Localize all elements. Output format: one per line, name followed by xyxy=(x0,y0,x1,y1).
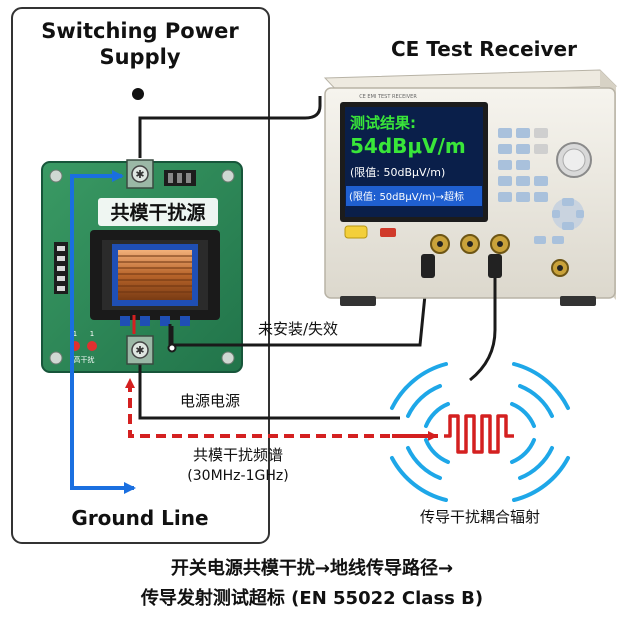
yellow-button[interactable] xyxy=(344,225,368,239)
probe-plug xyxy=(488,254,502,278)
terminal-top: ✱ xyxy=(126,159,154,189)
direction-pad[interactable] xyxy=(552,198,584,230)
caption-line2: 传导发射测试超标 (EN 55022 Class B) xyxy=(140,587,483,609)
led-label: 1 xyxy=(90,330,94,338)
small-button[interactable] xyxy=(552,236,564,244)
ground-line-label: Ground Line xyxy=(71,506,208,530)
probe-plug xyxy=(421,254,435,278)
svg-text:✱: ✱ xyxy=(135,168,144,181)
power-button[interactable] xyxy=(380,228,396,237)
panel-title-line2: Supply xyxy=(99,45,180,69)
power-supply-label: 电源电源 xyxy=(180,392,240,410)
spectrum-label-line1: 共模干扰频谱 xyxy=(193,446,283,464)
pcb-header-pins xyxy=(54,242,68,294)
screen-result-label: 测试结果: xyxy=(350,114,416,132)
keypad[interactable] xyxy=(498,128,548,202)
radiation-label: 传导干扰耦合辐射 xyxy=(420,508,540,526)
led-label: 高干扰 xyxy=(74,355,95,364)
panel-indicator-dot xyxy=(132,88,144,100)
svg-text:✱: ✱ xyxy=(135,344,144,357)
common-mode-path xyxy=(125,378,438,438)
receiver-title: CE Test Receiver xyxy=(391,37,577,61)
test-receiver: CE Test Receiver CE EMI TEST RECEIVER 测试… xyxy=(304,37,618,382)
screen-result-value: 54dBμV/m xyxy=(350,134,466,158)
pcb-board: 共模干扰源 1 1 高干扰 xyxy=(41,161,243,373)
junction-dot xyxy=(167,343,177,353)
screen-exceeded: (限值: 50dBμV/m)→超标 xyxy=(349,190,464,203)
spectrum-label-line2: (30MHz-1GHz) xyxy=(187,468,288,484)
led-label: 1 xyxy=(73,330,77,338)
coil-zigzag xyxy=(444,414,514,454)
transformer xyxy=(90,230,220,326)
panel-title-line1: Switching Power xyxy=(41,19,239,43)
not-installed-label: 未安装/失效 xyxy=(258,320,338,338)
caption-line1: 开关电源共模干扰→地线传导路径→ xyxy=(171,557,453,579)
screen-limit: (限值: 50dBμV/m) xyxy=(350,166,445,179)
led-red xyxy=(87,341,97,351)
board-label: 共模干扰源 xyxy=(110,201,205,224)
small-button[interactable] xyxy=(534,236,546,244)
radiation-emitter: 传导干扰耦合辐射 xyxy=(390,362,570,526)
terminal-bottom: ✱ xyxy=(126,335,154,365)
input-connectors[interactable] xyxy=(430,234,569,277)
brand-text: CE EMI TEST RECEIVER xyxy=(359,94,417,100)
cables xyxy=(138,116,430,420)
